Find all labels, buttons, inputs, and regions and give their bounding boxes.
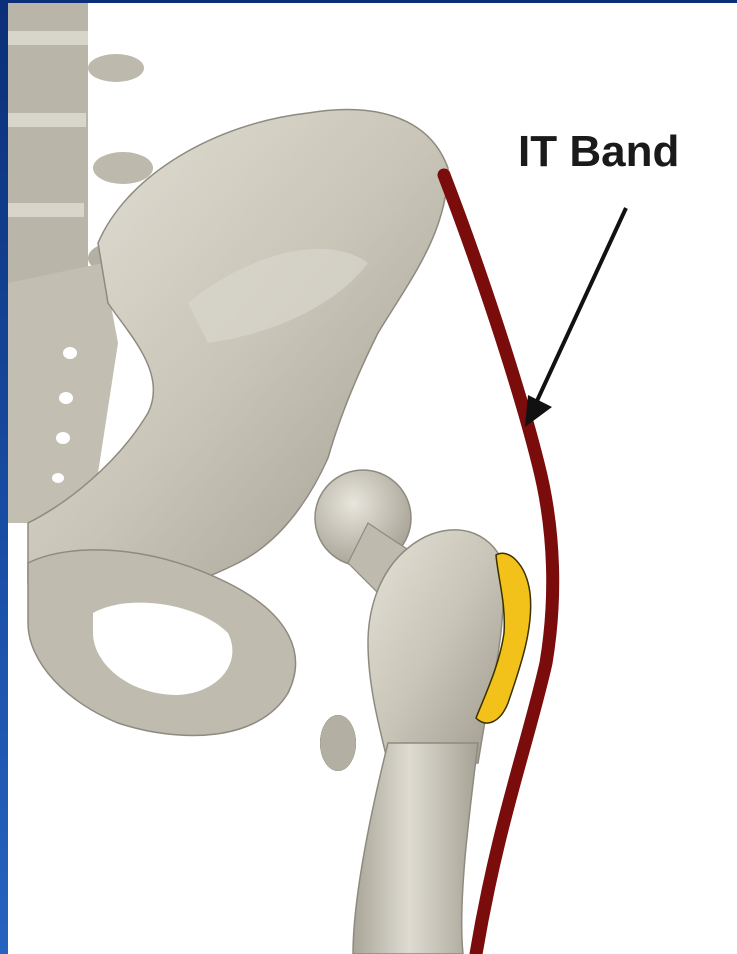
it-band-label: IT Band [518, 127, 679, 176]
transverse-process [93, 152, 153, 184]
sacral-foramen [63, 347, 77, 359]
femur [315, 470, 503, 954]
sacral-foramen [59, 392, 73, 404]
sacral-foramen [56, 432, 70, 444]
vertebra-disc [8, 203, 84, 217]
vertebral-column [8, 3, 88, 303]
vertebra-disc [8, 113, 86, 127]
sacral-foramen [52, 473, 64, 483]
hip-anatomy-diagram: IT Band [8, 3, 737, 954]
femoral-shaft [353, 743, 478, 954]
transverse-process [88, 54, 144, 82]
lesser-trochanter [320, 715, 356, 771]
callout-arrow [525, 208, 626, 427]
diagram-panel: IT Band [8, 3, 737, 954]
vertebra-disc [8, 31, 88, 45]
